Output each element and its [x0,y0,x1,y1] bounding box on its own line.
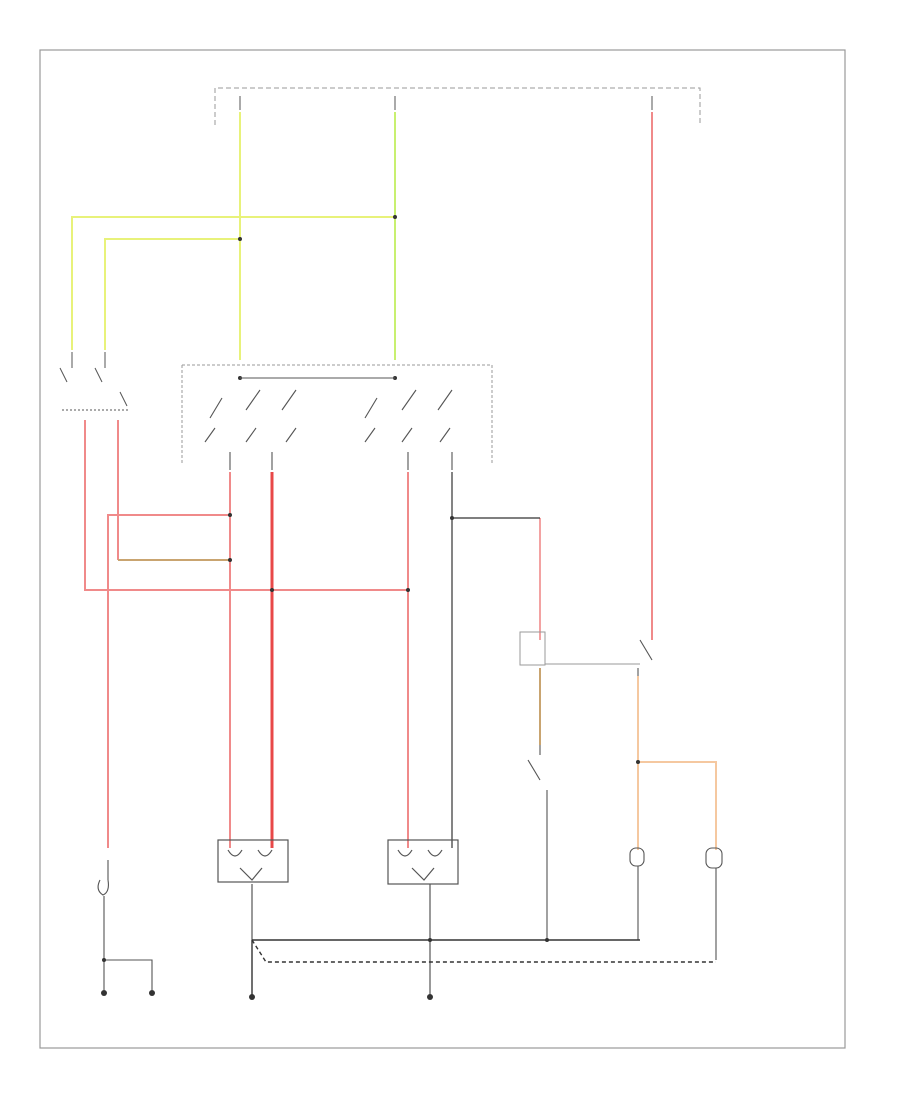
right-headlight-box [387,839,459,995]
fuse-symbols [239,96,653,110]
ground-1-symbol [101,990,107,996]
orange-wires [637,676,717,850]
wire-black-452 [451,472,540,848]
splice-dots-ground [102,938,549,962]
red-wires-mid [84,420,541,848]
relay-module [519,631,640,666]
wire-red-left-a [84,420,408,591]
indicator-lamps [629,847,723,960]
brake-switch [527,745,548,940]
splice-dots-mid [228,513,454,592]
diagram-frame [39,49,846,1049]
wire-yellow-second-branch [104,238,240,350]
combination-switch-box [181,364,493,465]
left-switch-block [59,352,128,411]
splice-dots-top [238,215,397,380]
wire-yellow-top-branch [71,216,395,350]
splice-orange [636,760,640,764]
ground-4-symbol [427,994,433,1000]
ground-symbols [101,990,433,1000]
ground-bus [251,939,716,995]
ground-2-symbol [149,990,155,996]
wire-red-loop [107,514,230,848]
combination-switch-contacts [204,377,453,470]
left-headlight-box [217,839,289,940]
relay-switch [637,639,653,700]
feed-wires-yellow [71,112,396,360]
fuse-bus [214,87,701,125]
left-lamp [97,860,153,990]
ground-3-symbol [249,994,255,1000]
